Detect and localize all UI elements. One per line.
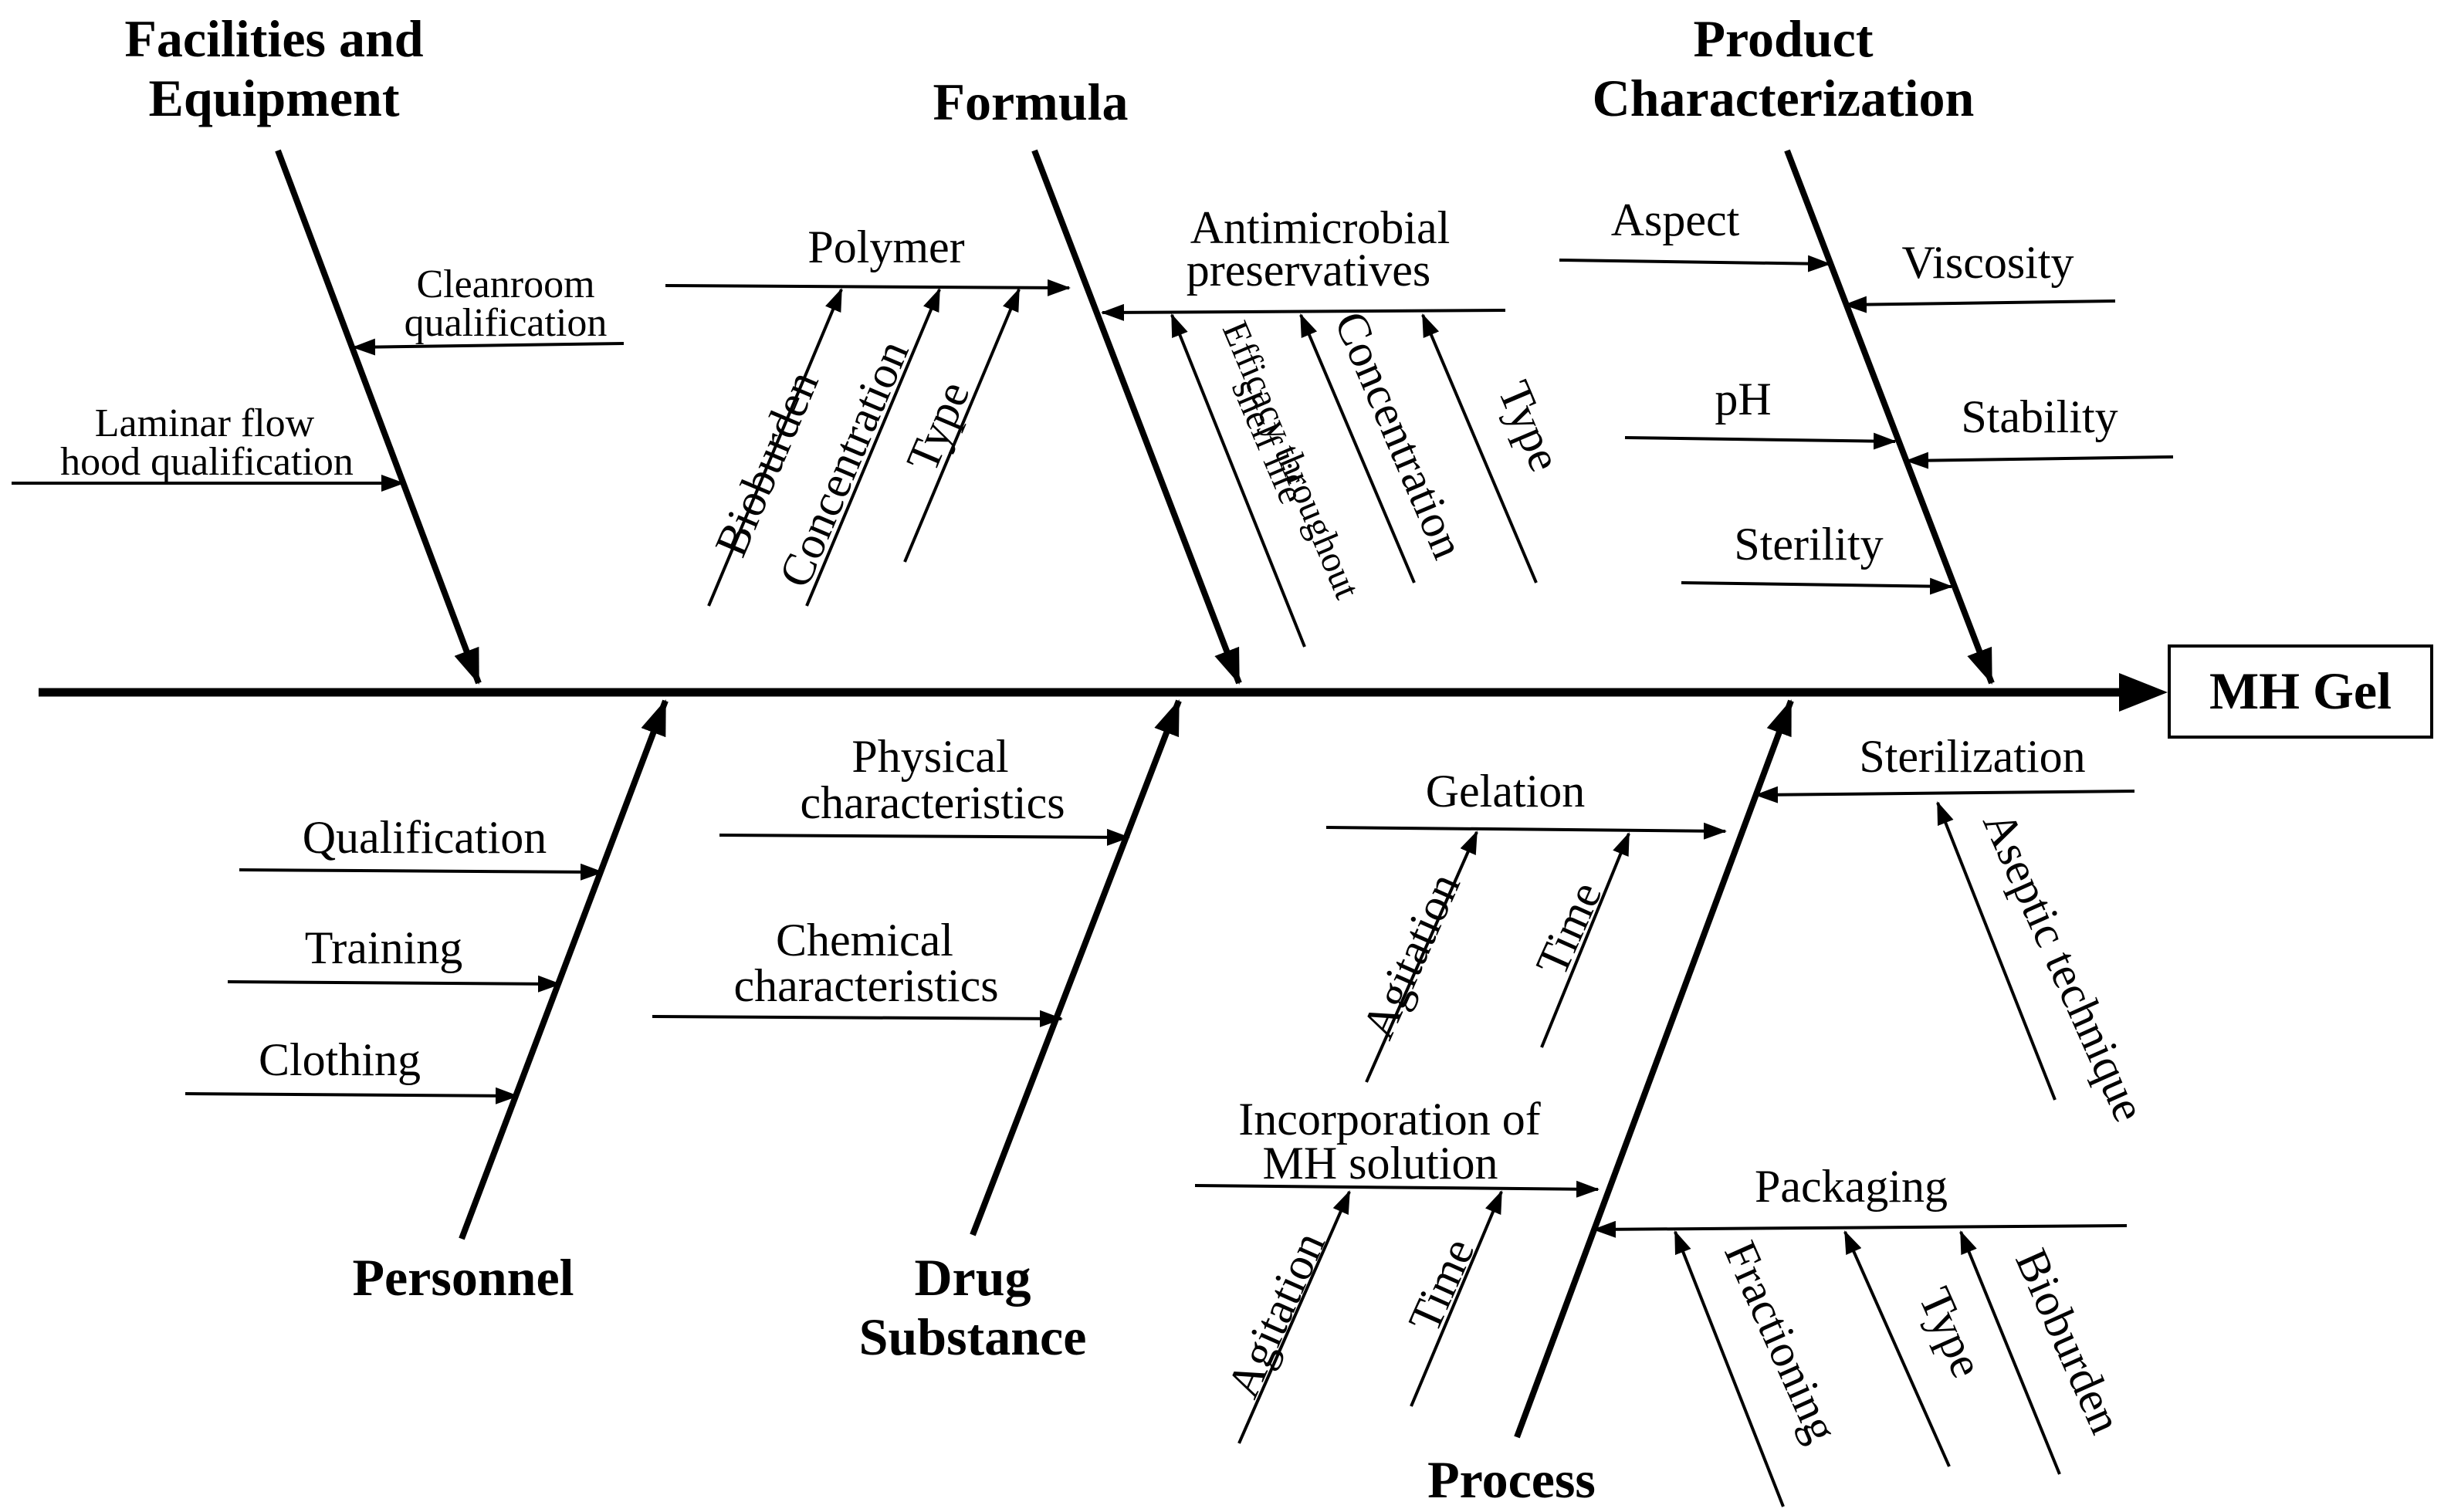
personnel-title: Personnel: [352, 1248, 574, 1307]
drug-bone: [970, 699, 1182, 1236]
cleanroom-label-line2: qualification: [405, 301, 608, 345]
formula-title: Formula: [933, 73, 1128, 131]
polymer-label: Polymer: [807, 222, 964, 272]
antimicrobial-concentration-arrow: [1299, 313, 1416, 583]
chemical-label-line1: Chemical: [776, 915, 953, 966]
fractioning-arrow: [1674, 1230, 1785, 1507]
antimicrobial-arrow: [1101, 303, 1506, 321]
ph-label: pH: [1715, 374, 1771, 425]
sterility-label: Sterility: [1734, 519, 1883, 570]
facilities-title-line1: Facilities and: [124, 9, 423, 68]
gelation-agitation-arrow: [1365, 830, 1478, 1083]
clothing-arrow: [185, 1087, 519, 1104]
incorporation-time-arrow: [1410, 1190, 1503, 1407]
gelation-arrow: [1325, 822, 1727, 840]
packaging-type-arrow: [1843, 1230, 1951, 1467]
process-bone: [1514, 699, 1794, 1439]
facilities-bone: [275, 149, 482, 685]
incorporation-arrow: [1194, 1180, 1600, 1198]
incorporation-label-line2: MH solution: [1262, 1138, 1498, 1189]
training-label: Training: [305, 922, 463, 973]
training-arrow: [227, 975, 561, 993]
antimicrobial-efficacy-arrow: [1170, 313, 1306, 648]
spine-arrowhead: [2119, 673, 2168, 712]
personnel-bone: [459, 699, 669, 1240]
incorporation-agitation-arrow: [1237, 1190, 1351, 1444]
category-process: Process Gelation Agitation Time Incorpor…: [1194, 699, 2155, 1509]
incorporation-agitation-label: Agitation: [1217, 1224, 1335, 1405]
stability-label: Stability: [1961, 391, 2118, 442]
effect-box: [2168, 644, 2433, 739]
fractioning-label: Fractioning: [1715, 1233, 1848, 1449]
antimicrobial-type-label: Type: [1488, 374, 1571, 478]
ph-arrow: [1624, 432, 1897, 450]
effect-label: MH Gel: [2209, 661, 2392, 720]
antimicrobial-label-line2: preservatives: [1187, 245, 1431, 296]
category-product: Product Characterization Aspect Viscosit…: [1559, 9, 2174, 685]
polymer-bioburden-arrow: [707, 288, 843, 607]
sterility-arrow: [1681, 577, 1953, 595]
incorporation-label-line1: Incorporation of: [1238, 1094, 1541, 1145]
stability-arrow: [1905, 452, 2174, 469]
process-title: Process: [1427, 1450, 1596, 1509]
packaging-arrow: [1593, 1220, 2128, 1238]
sterilization-label: Sterilization: [1859, 731, 2085, 782]
polymer-arrow: [665, 279, 1071, 296]
cleanroom-label-line1: Cleanroom: [416, 262, 594, 306]
packaging-label: Packaging: [1755, 1161, 1948, 1212]
clothing-label: Clothing: [259, 1034, 421, 1085]
gelation-time-label: Time: [1526, 874, 1612, 983]
polymer-type-arrow: [903, 288, 1021, 563]
formula-bone: [1031, 149, 1242, 685]
gelation-label: Gelation: [1426, 766, 1586, 817]
product-title-line2: Characterization: [1593, 69, 1975, 127]
drug-title-line1: Drug: [914, 1248, 1031, 1307]
aspect-label: Aspect: [1611, 194, 1740, 245]
aspect-arrow: [1559, 255, 1831, 272]
qualification-arrow: [239, 863, 604, 881]
sterilization-arrow: [1755, 786, 2135, 803]
drug-title-line2: Substance: [859, 1307, 1087, 1366]
antimicrobial-type-arrow: [1421, 313, 1538, 583]
category-facilities: Facilities and Equipment Cleanroom quali…: [12, 9, 625, 685]
physical-label-line2: characteristics: [800, 777, 1065, 828]
chemical-label-line2: characteristics: [733, 960, 998, 1011]
antimicrobial-concentration-label: Concentration: [1325, 304, 1474, 566]
packaging-bioburden-arrow: [1959, 1230, 2061, 1475]
product-title-line1: Product: [1694, 9, 1874, 68]
laminar-label-line1: Laminar flow: [95, 401, 315, 445]
gelation-time-arrow: [1540, 832, 1630, 1048]
product-bone: [1784, 149, 1995, 685]
gelation-agitation-label: Agitation: [1352, 865, 1470, 1046]
polymer-concentration-arrow: [805, 288, 941, 607]
viscosity-arrow: [1843, 296, 2116, 313]
aseptic-label: Aseptic technique: [1973, 803, 2155, 1128]
viscosity-label: Viscosity: [1901, 237, 2074, 288]
packaging-type-label: Type: [1909, 1280, 1993, 1385]
laminar-label-line2: hood qualification: [60, 440, 354, 484]
aseptic-arrow: [1936, 801, 2057, 1101]
facilities-title-line2: Equipment: [149, 69, 400, 127]
category-personnel: Personnel Qualification Training Clothin…: [185, 699, 669, 1307]
polymer-type-label: Type: [896, 374, 979, 479]
cleanroom-arrow: [352, 338, 625, 356]
chemical-arrow: [652, 1010, 1063, 1027]
incorporation-time-label: Time: [1399, 1231, 1484, 1340]
antimicrobial-label-line1: Antimicrobial: [1190, 202, 1451, 253]
category-drug: Drug Substance Physical characteristics …: [652, 699, 1182, 1366]
physical-arrow: [719, 828, 1130, 846]
category-formula: Formula Polymer Bioburden Concentration …: [665, 73, 1571, 685]
packaging-bioburden-label: Bioburden: [2006, 1241, 2131, 1440]
physical-label-line1: Physical: [851, 731, 1008, 782]
qualification-label: Qualification: [303, 812, 547, 863]
